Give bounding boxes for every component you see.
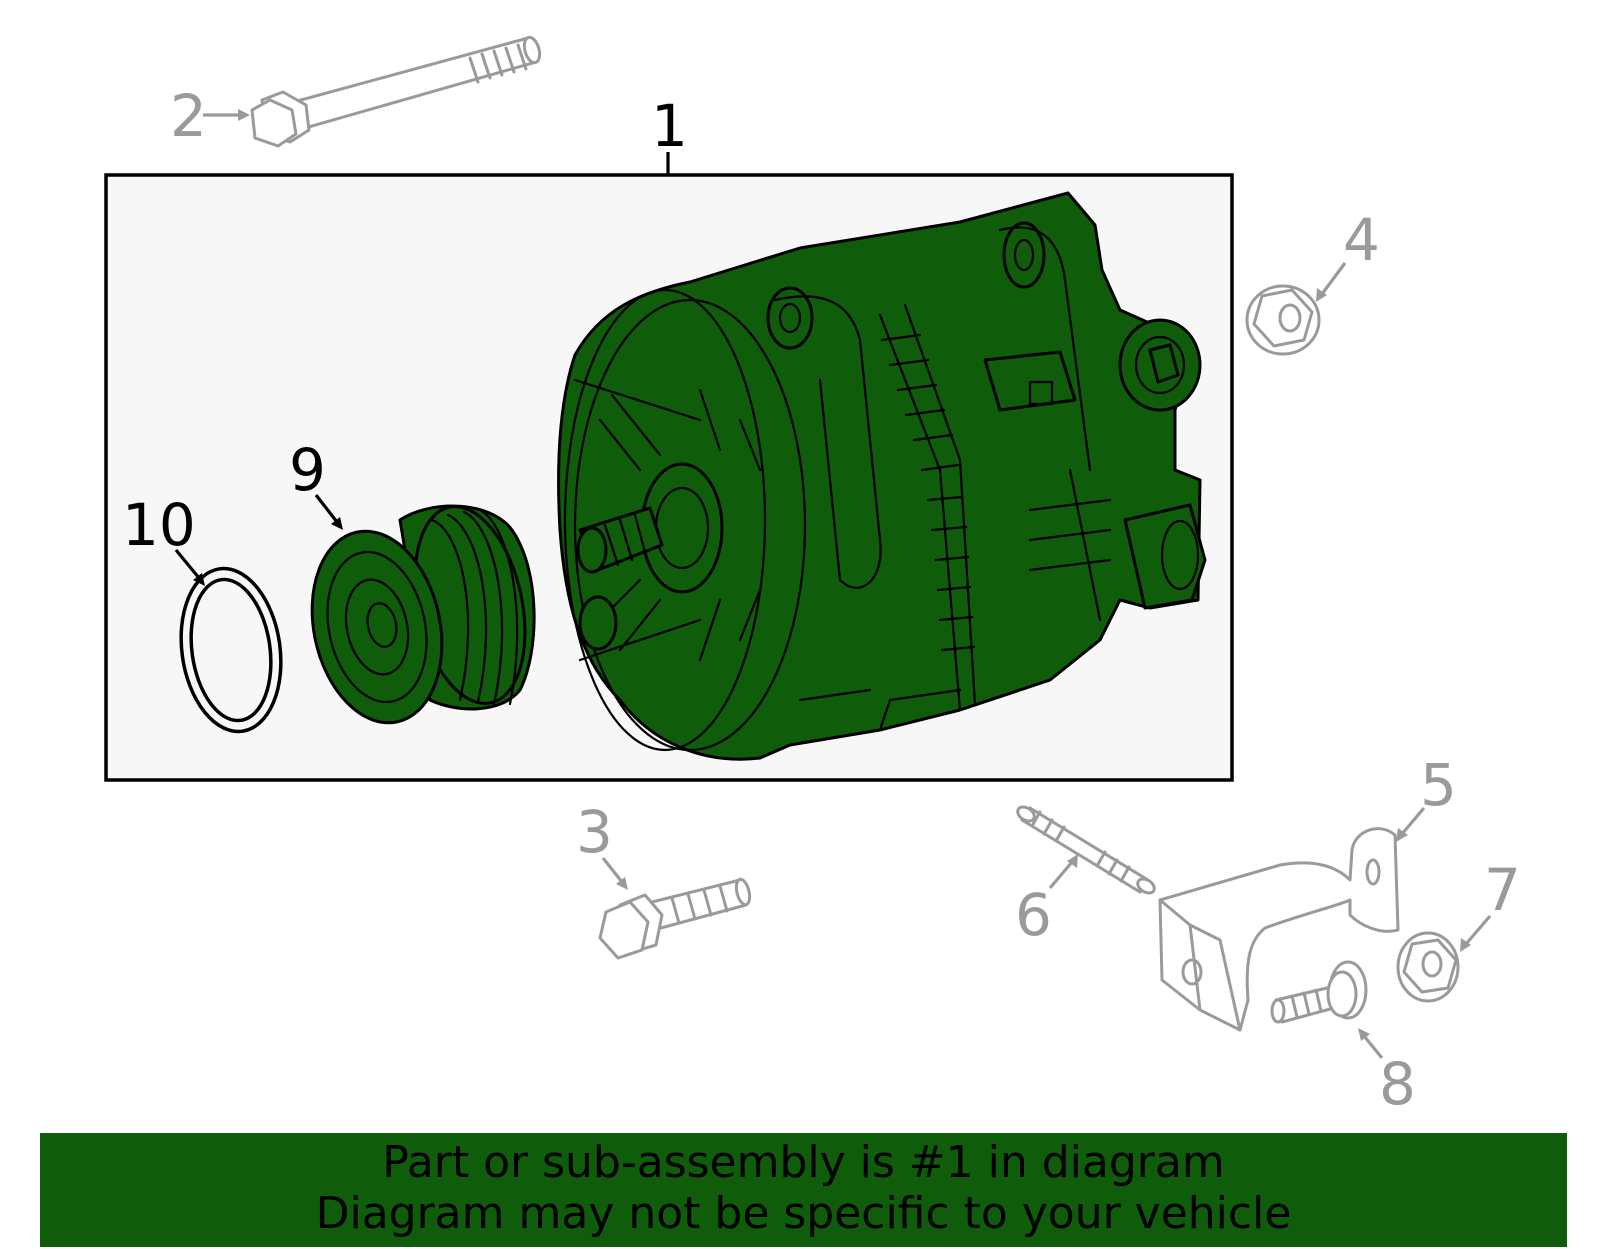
callout-3-arrowhead — [616, 877, 628, 890]
callout-7-arrowhead — [1460, 938, 1471, 952]
callout-10-arrowhead — [193, 573, 205, 586]
callout-9[interactable]: 9 — [289, 436, 326, 504]
callout-8-leader — [1362, 1034, 1384, 1060]
seal-ring-part[interactable] — [171, 562, 291, 738]
callout-7-leader — [1464, 914, 1492, 946]
callout-8-arrowhead — [1358, 1028, 1370, 1041]
banner-line-1: Part or sub-assembly is #1 in diagram — [382, 1137, 1225, 1188]
callout-4-leader — [1320, 262, 1347, 295]
disclaimer-banner: Part or sub-assembly is #1 in diagram Di… — [40, 1133, 1567, 1247]
callout-6-leader — [1048, 860, 1074, 890]
nut-7-part[interactable] — [1396, 931, 1460, 1003]
callout-10-leader — [174, 548, 201, 580]
long-bolt-part[interactable] — [250, 35, 542, 148]
callout-4[interactable]: 4 — [1343, 206, 1380, 274]
callout-3-leader — [601, 857, 624, 883]
bolt-3-part[interactable] — [598, 877, 752, 960]
callout-5-leader — [1400, 806, 1426, 836]
callout-9-leader — [314, 494, 339, 523]
callout-2[interactable]: 2 — [170, 82, 207, 150]
alternator-part[interactable] — [557, 191, 1207, 761]
callout-5[interactable]: 5 — [1420, 751, 1457, 819]
callout-6[interactable]: 6 — [1015, 881, 1052, 949]
callout-9-arrowhead — [331, 517, 343, 530]
callout-10[interactable]: 10 — [122, 491, 196, 559]
pulley-part[interactable] — [295, 496, 541, 735]
bolt-8-part[interactable] — [1270, 960, 1368, 1024]
callout-7[interactable]: 7 — [1484, 856, 1521, 924]
callout-4-arrowhead — [1316, 288, 1327, 302]
nut-4-part[interactable] — [1245, 284, 1321, 356]
callout-5-arrowhead — [1396, 828, 1408, 842]
banner-line-2: Diagram may not be specific to your vehi… — [315, 1188, 1292, 1239]
bracket-5-part[interactable] — [1158, 827, 1400, 1032]
callout-8[interactable]: 8 — [1379, 1050, 1416, 1118]
callout-2-arrowhead — [238, 109, 250, 121]
stud-6-part[interactable] — [1015, 804, 1157, 896]
callout-6-arrowhead — [1067, 854, 1078, 868]
callout-1[interactable]: 1 — [651, 92, 688, 160]
callout-3[interactable]: 3 — [576, 798, 613, 866]
